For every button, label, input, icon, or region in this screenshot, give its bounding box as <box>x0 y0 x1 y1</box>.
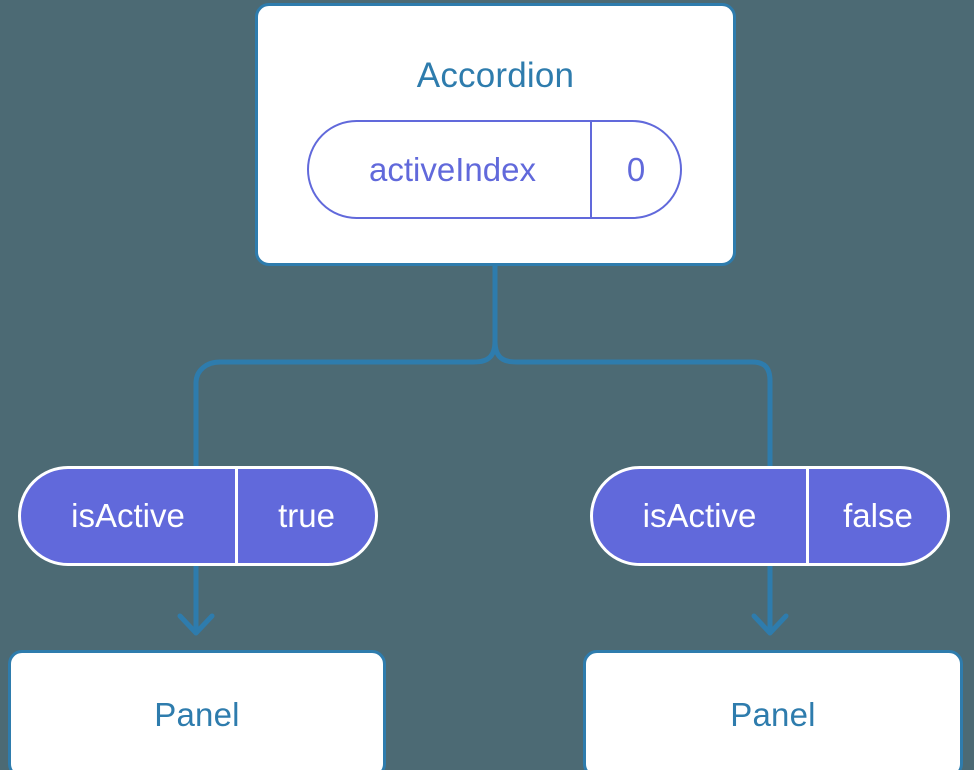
fork-connector-left <box>193 338 498 493</box>
prop-pill-isactive-left[interactable]: isActive true <box>18 466 378 566</box>
arrow-left-head-icon <box>177 613 215 636</box>
panel-card-right[interactable]: Panel <box>583 650 963 770</box>
prop-pill-activeindex[interactable]: activeIndex 0 <box>307 120 682 219</box>
prop-pill-activeindex-value: 0 <box>626 150 646 188</box>
prop-pill-isactive-right-key: isActive <box>642 497 757 534</box>
arrow-right-head-icon <box>751 613 789 636</box>
prop-pill-isactive-left-value: true <box>235 469 375 563</box>
prop-pill-activeindex-key: activeIndex <box>309 122 592 217</box>
fork-connector <box>492 263 773 493</box>
panel-card-left-title: Panel <box>154 695 240 733</box>
prop-pill-isactive-right-value: false <box>806 469 947 563</box>
panel-card-right-title: Panel <box>730 695 816 733</box>
prop-pill-isactive-left-key: isActive <box>71 497 185 534</box>
accordion-card-title: Accordion <box>416 56 575 95</box>
prop-pill-isactive-right[interactable]: isActive false <box>590 466 950 566</box>
panel-card-left[interactable]: Panel <box>8 650 386 770</box>
